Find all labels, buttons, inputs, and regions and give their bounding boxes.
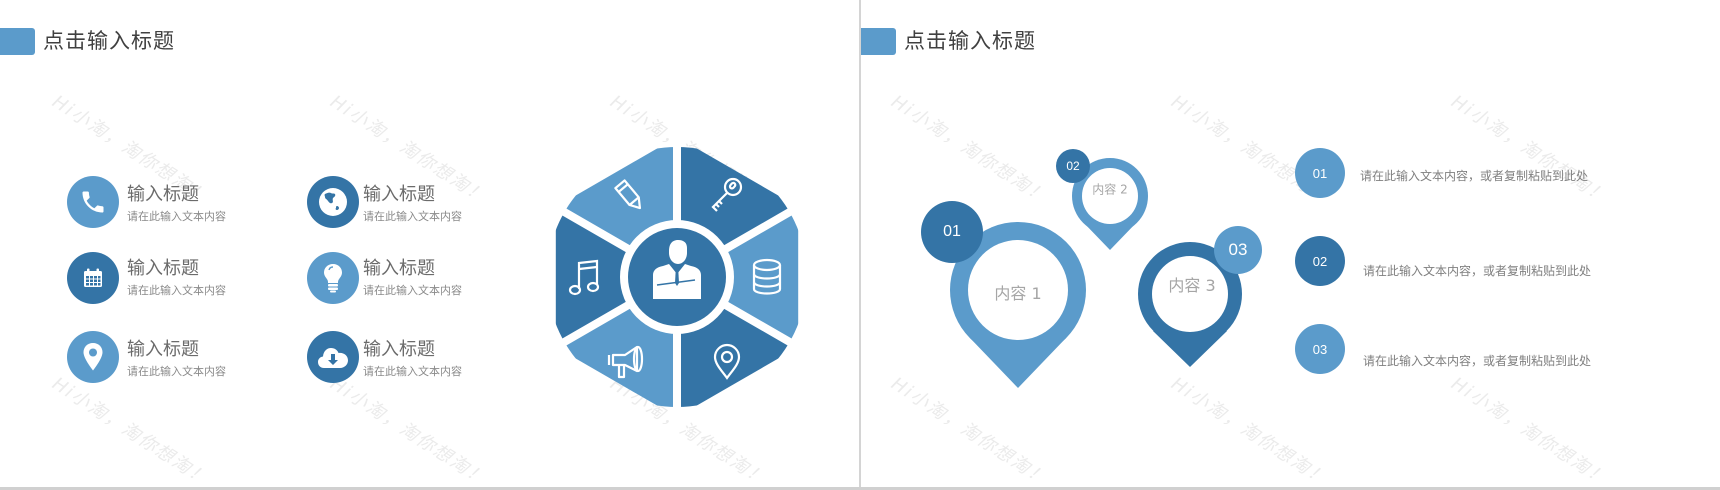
item-subtitle[interactable]: 请在此输入文本内容 (363, 210, 462, 223)
list-number-badge: 03 (1295, 324, 1345, 374)
title-accent-bar (0, 28, 35, 55)
item-subtitle[interactable]: 请在此输入文本内容 (363, 284, 462, 297)
pin-badge-03-label: 03 (1228, 240, 1248, 259)
location-pin-icon (713, 343, 741, 380)
pin-graphic (921, 149, 1262, 388)
item-title[interactable]: 输入标题 (363, 184, 435, 205)
item-title[interactable]: 输入标题 (127, 258, 199, 279)
item-subtitle[interactable]: 请在此输入文本内容 (363, 365, 462, 378)
database-icon (752, 258, 782, 295)
pin-1-label[interactable]: 内容 1 (994, 284, 1042, 303)
list-item-text[interactable]: 请在此输入文本内容，或者复制粘贴到此处 (1363, 264, 1592, 278)
item-title[interactable]: 输入标题 (127, 339, 199, 360)
list-number-badge: 01 (1295, 148, 1345, 198)
music-note-icon (568, 259, 600, 296)
item-title[interactable]: 输入标题 (363, 258, 435, 279)
wheel-segment-music[interactable] (555, 207, 677, 347)
pencil-icon (614, 179, 642, 210)
item-subtitle[interactable]: 请在此输入文本内容 (127, 284, 226, 297)
item-subtitle[interactable]: 请在此输入文本内容 (127, 365, 226, 378)
pin-2-label[interactable]: 内容 2 (1092, 182, 1128, 197)
globe-icon (307, 176, 359, 228)
megaphone-icon (607, 345, 644, 379)
pin-3-label[interactable]: 内容 3 (1168, 276, 1216, 295)
wheel-segment-database[interactable] (677, 207, 799, 347)
phone-icon (67, 176, 119, 228)
calendar-icon (67, 252, 119, 304)
right-slide: Hi小淘，淘你想淘！ Hi小淘，淘你想淘！ Hi小淘，淘你想淘！ Hi小淘，淘你… (861, 0, 1720, 487)
cloud-download-icon (307, 331, 359, 383)
map-pin-icon (67, 331, 119, 383)
title-accent-bar (861, 28, 896, 55)
pin-1 (950, 222, 1086, 388)
item-title[interactable]: 输入标题 (363, 339, 435, 360)
lightbulb-icon (307, 252, 359, 304)
bottom-border (0, 487, 1720, 490)
icon-wheel (555, 146, 799, 408)
pin-2 (1072, 158, 1148, 250)
watermark: Hi小淘，淘你想淘！ (48, 373, 213, 487)
pin-3 (1138, 242, 1242, 367)
pin-badge-03 (1214, 226, 1262, 274)
item-title[interactable]: 输入标题 (127, 184, 199, 205)
list-number-badge: 02 (1295, 236, 1345, 286)
slide-divider (859, 0, 861, 490)
item-subtitle[interactable]: 请在此输入文本内容 (127, 210, 226, 223)
watermark: Hi小淘，淘你想淘！ (326, 373, 491, 487)
key-icon (711, 177, 743, 212)
pin-badge-01-label: 01 (943, 223, 961, 240)
list-item-text[interactable]: 请在此输入文本内容，或者复制粘贴到此处 (1360, 169, 1589, 183)
page-title[interactable]: 点击输入标题 (904, 29, 1036, 53)
pin-badge-02-label: 02 (1066, 159, 1080, 173)
pin-badge-02 (1056, 149, 1090, 183)
page-title[interactable]: 点击输入标题 (43, 29, 175, 53)
pin-badge-01 (921, 201, 983, 263)
list-item-text[interactable]: 请在此输入文本内容，或者复制粘贴到此处 (1363, 354, 1592, 368)
left-slide: Hi小淘，淘你想淘！ Hi小淘，淘你想淘！ Hi小淘，淘你想淘！ Hi小淘，淘你… (0, 0, 859, 487)
